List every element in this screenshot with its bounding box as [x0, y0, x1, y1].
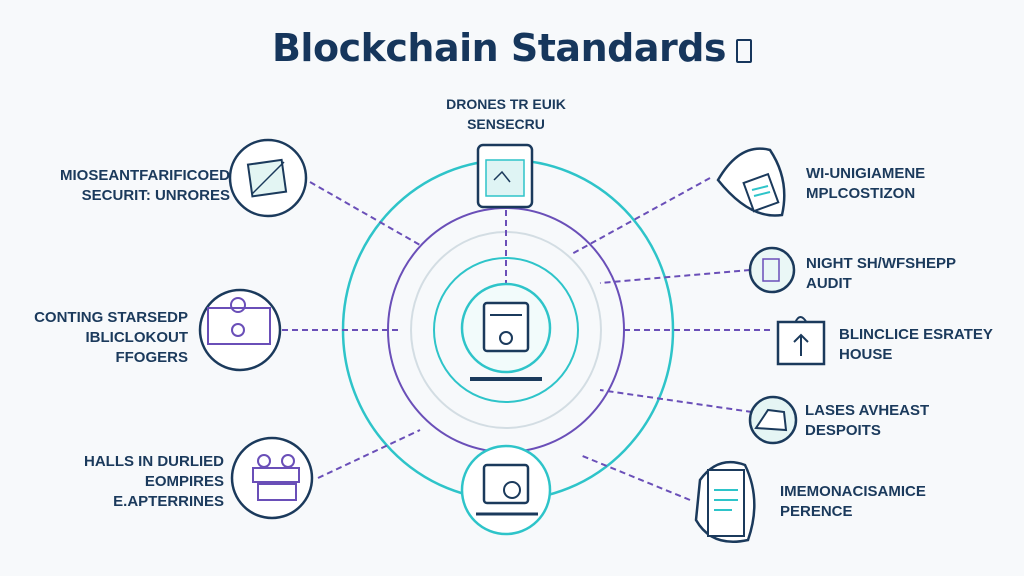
top-label-line: SENSECRU [467, 116, 545, 132]
meeting-icon [198, 288, 282, 372]
right-item-line: IMEMONACISAMICE [780, 483, 926, 500]
inner-ring [433, 257, 579, 403]
connectors [282, 177, 770, 501]
left-item-3: HALLS IN DURLIED EOMPIRES E.APTERRINES [84, 452, 224, 512]
left-item-line: CONTING STARSEDP [34, 309, 188, 326]
upload-bag-icon [776, 316, 826, 366]
audit-icon [748, 246, 796, 294]
page-title: Blockchain Standards [0, 26, 1024, 70]
right-item-line: NIGHT SH/WFSHEPP [806, 255, 957, 272]
left-item-line: EOMPIRES [144, 473, 224, 490]
cube-icon [228, 138, 308, 218]
top-document-icon [476, 143, 534, 209]
left-item-line: HALLS IN DURLIED [84, 453, 224, 470]
left-item-line: MIOSEANTFARIFICOED [59, 167, 230, 184]
title-text: Blockchain Standards [271, 26, 727, 70]
left-item-2: CONTING STARSEDP IBLICLOKOUT FFOGERS [34, 308, 188, 368]
left-item-line: IBLICLOKOUT [85, 329, 189, 346]
top-label-line: DRONES TR EUIK [446, 96, 566, 112]
center-monitor-icon [460, 282, 552, 381]
right-item-line: HOUSE [839, 346, 893, 363]
deposit-icon [748, 395, 798, 445]
right-item-1: WI-UNIGIAMENE MPLCOSTIZON [806, 164, 925, 204]
left-item-1: MIOSEANTFARIFICOED SECURIT: UNRORES [60, 166, 230, 206]
team-icon [230, 436, 314, 520]
bottom-laptop-icon [460, 444, 552, 536]
right-item-line: LASES AVHEAST [805, 402, 930, 419]
right-item-4: LASES AVHEAST DESPOITS [805, 401, 929, 441]
document-icon [716, 147, 786, 217]
right-item-line: BLINCLICE ESRATEY [839, 326, 993, 343]
right-item-3: BLINCLICE ESRATEY HOUSE [839, 325, 993, 365]
top-label: DRONES TR EUIK SENSECRU [406, 94, 606, 134]
report-icon [694, 460, 756, 544]
left-item-line: E.APTERRINES [113, 493, 224, 510]
right-item-line: MPLCOSTIZON [806, 185, 916, 202]
right-item-5: IMEMONACISAMICE PERENCE [780, 482, 926, 522]
left-item-line: SECURIT: UNRORES [81, 187, 230, 204]
right-item-line: DESPOITS [805, 422, 881, 439]
right-item-line: AUDIT [806, 275, 852, 292]
right-item-2: NIGHT SH/WFSHEPP AUDIT [806, 254, 956, 294]
left-item-line: FFOGERS [115, 349, 188, 366]
right-item-line: PERENCE [780, 503, 853, 520]
badge-icon [736, 38, 753, 63]
right-item-line: WI-UNIGIAMENE [806, 165, 926, 182]
